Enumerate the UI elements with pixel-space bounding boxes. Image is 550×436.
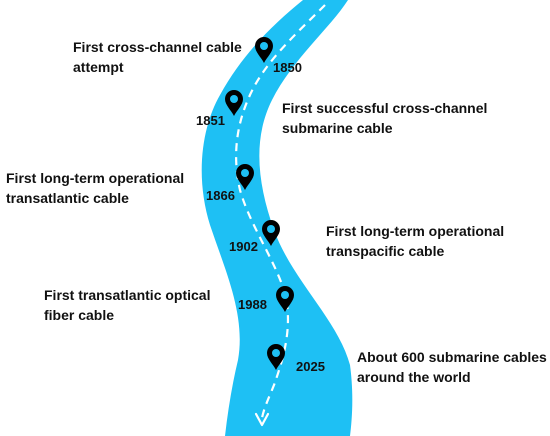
- label-line: submarine cable: [282, 120, 393, 136]
- label-line: About 600 submarine cables: [357, 349, 547, 365]
- location-pin-hole: [281, 291, 289, 299]
- milestone-year-1866: 1866: [206, 188, 235, 203]
- milestone-label-1866: First long-term operational transatlanti…: [6, 168, 184, 208]
- milestone-year-1851: 1851: [196, 113, 225, 128]
- milestone-year-1988: 1988: [238, 297, 267, 312]
- label-line: First long-term operational: [6, 170, 185, 186]
- label-line: First transatlantic optical: [44, 287, 211, 303]
- cable-path: [235, 4, 326, 419]
- milestone-label-1902: First long-term operational transpacific…: [326, 221, 504, 261]
- label-line: transpacific cable: [326, 243, 445, 259]
- label-line: First long-term operational: [326, 223, 505, 239]
- milestone-label-1851: First successful cross-channel submarine…: [282, 98, 487, 138]
- location-pin-hole: [230, 95, 238, 103]
- river-band: [201, 0, 353, 436]
- milestone-label-1850: First cross-channel cable attempt: [73, 37, 242, 77]
- milestone-label-2025: About 600 submarine cables around the wo…: [357, 347, 547, 387]
- milestone-label-1988: First transatlantic optical fiber cable: [44, 285, 210, 325]
- label-line: First successful cross-channel: [282, 100, 488, 116]
- milestone-year-2025: 2025: [296, 359, 325, 374]
- location-pin-hole: [260, 42, 268, 50]
- milestone-year-1902: 1902: [229, 239, 258, 254]
- label-line: around the world: [357, 369, 471, 385]
- location-pin-hole: [272, 349, 280, 357]
- location-pin-hole: [241, 169, 249, 177]
- label-line: fiber cable: [44, 307, 115, 323]
- location-pin-hole: [267, 225, 275, 233]
- label-line: First cross-channel cable: [73, 39, 242, 55]
- label-line: attempt: [73, 59, 124, 75]
- location-markers: [225, 37, 294, 370]
- milestone-year-1850: 1850: [273, 60, 302, 75]
- cable-arrow-head: [254, 412, 270, 427]
- label-line: transatlantic cable: [6, 190, 129, 206]
